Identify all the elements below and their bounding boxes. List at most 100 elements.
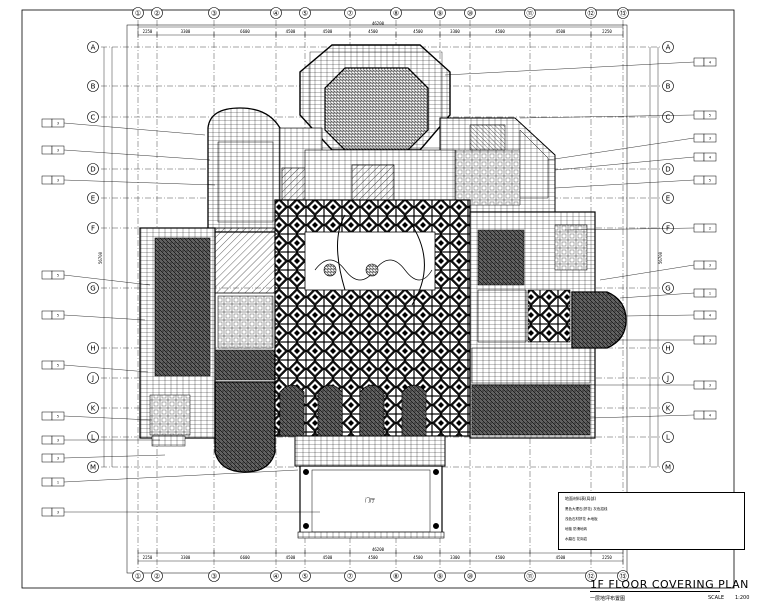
grid-column-bubble-label: ④ [273, 9, 279, 17]
grid-row-bubble: F [662, 222, 674, 234]
grid-row-bubble-label: E [91, 194, 95, 202]
section-tag-number: 3 [57, 149, 59, 153]
northeast-diag-2 [519, 129, 549, 199]
grid-row-bubble-label: D [665, 165, 670, 173]
span-dimension: 4500 [413, 555, 423, 560]
grid-column-bubble: ⑧ [390, 570, 402, 582]
legend-line: 浅色石材拼花 木地板 [565, 517, 598, 521]
section-tag: 5 [41, 310, 146, 321]
legend-line: 水磨石 花岗岩 [565, 537, 588, 541]
span-dimension: 4500 [368, 29, 378, 34]
grid-column-bubble-label: ⑦ [347, 572, 353, 580]
grid-row-bubble-label: E [666, 194, 670, 202]
grid-column-bubble: ⑫ [585, 7, 597, 19]
grid-row-bubble-label: J [91, 374, 94, 382]
grid-column-bubble-label: ⑫ [588, 572, 595, 580]
grid-column-bubble: ② [151, 7, 163, 19]
central-strip-detail [351, 164, 395, 203]
grid-row-bubble-label: H [665, 344, 670, 352]
grid-row-bubble: A [87, 41, 99, 53]
grid-column-bubble: ⑨ [434, 7, 446, 19]
section-tag: 3 [547, 133, 717, 161]
span-dimension: 3300 [450, 29, 460, 34]
grid-column-bubble-label: ⑪ [527, 9, 534, 17]
east-mid-lattice [527, 289, 571, 343]
grid-row-bubble-label: K [666, 404, 671, 412]
drawing-title: 1F FLOOR COVERING PLAN [590, 578, 749, 591]
grid-row-bubble: E [662, 192, 674, 204]
span-dimension: 2250 [602, 555, 612, 560]
title-underline [590, 591, 720, 592]
legend-heading: 地面材料表(局部) [565, 496, 597, 501]
grid-column-bubble-label: ⑤ [302, 9, 308, 17]
grid-frame [126, 24, 628, 574]
span-dimension: 3300 [181, 555, 191, 560]
grid-column-bubble-label: ③ [211, 572, 217, 580]
entrance-portico [299, 465, 443, 537]
east-mid-room [477, 289, 527, 343]
east-stair [554, 224, 588, 271]
grid-row-bubble-label: G [90, 284, 95, 292]
section-tag: 2 [564, 223, 717, 233]
central-skylight [304, 231, 436, 291]
span-dimension: 6600 [240, 555, 250, 560]
grid-column-bubble: ⑨ [434, 570, 446, 582]
span-dimension: 6600 [240, 29, 250, 34]
grid-column-bubble: ④ [270, 570, 282, 582]
grid-column-bubble: ③ [208, 570, 220, 582]
section-tag-number: 5 [57, 364, 59, 368]
section-tag-number: 3 [709, 339, 711, 343]
arch-4 [401, 384, 427, 437]
overall-dimension-top: 46200 [372, 21, 385, 26]
section-tag: 3 [41, 175, 216, 186]
east-strip [471, 347, 591, 384]
section-tag-number: 3 [57, 122, 59, 126]
drawing-subtitle: 一层地坪布置图 [590, 596, 626, 602]
grid-row-bubble: K [87, 402, 99, 414]
span-dimension: 3300 [450, 555, 460, 560]
grid-column-bubble-label: ⑨ [437, 572, 443, 580]
section-tag-number: 5 [57, 314, 59, 318]
arch-3 [359, 384, 385, 437]
grid-column-bubble-label: ⑩ [467, 9, 473, 17]
grid-row-bubble-label: M [665, 463, 671, 471]
grid-column-bubble: ⑪ [524, 7, 536, 19]
column-4 [433, 523, 439, 529]
section-tag-number: 4 [709, 61, 712, 65]
northeast-diag-1 [469, 124, 506, 151]
southwest-rounded-room [214, 381, 276, 473]
section-tag: 3 [41, 507, 320, 517]
material-legend: 地面材料表(局部) 黑色大理石(拼花) 灰色招线 浅色石材拼花 木地板 地毯 防… [558, 492, 745, 550]
arch-2 [317, 384, 343, 437]
drawing-frame [21, 9, 735, 589]
grid-column-bubble-label: ⑨ [437, 9, 443, 17]
grid-row-bubble: D [662, 163, 674, 175]
section-tag: 5 [41, 360, 149, 373]
section-tag-number: 5 [57, 415, 59, 419]
grid-column-bubble: ③ [208, 7, 220, 19]
grid-row-bubble: C [87, 111, 99, 123]
section-tag-number: 3 [57, 511, 59, 515]
grid-column-bubble: ⑬ [617, 7, 629, 19]
span-dimension: 4500 [323, 555, 333, 560]
scale-label: SCALE [708, 595, 725, 601]
section-tag: 4 [624, 310, 717, 320]
section-tag: 3 [41, 453, 166, 463]
section-tag-number: 4 [709, 156, 712, 160]
west-mid-service [217, 295, 274, 349]
section-tag-number: 1 [709, 292, 711, 296]
grid-row-bubble: B [87, 80, 99, 92]
grid-row-bubble: M [662, 461, 674, 473]
grid-row-bubble-label: J [666, 374, 669, 382]
northeast-stair [454, 149, 521, 206]
grid-column-bubble-label: ⑬ [620, 572, 627, 580]
section-tag: 3 [41, 118, 206, 136]
grid-row-bubble: L [662, 431, 674, 443]
grid-row-bubble: F [87, 222, 99, 234]
section-tag-number: 3 [57, 179, 59, 183]
span-dimension: 2250 [143, 29, 153, 34]
section-tag: 5 [41, 270, 151, 286]
grid-row-bubble: E [87, 192, 99, 204]
